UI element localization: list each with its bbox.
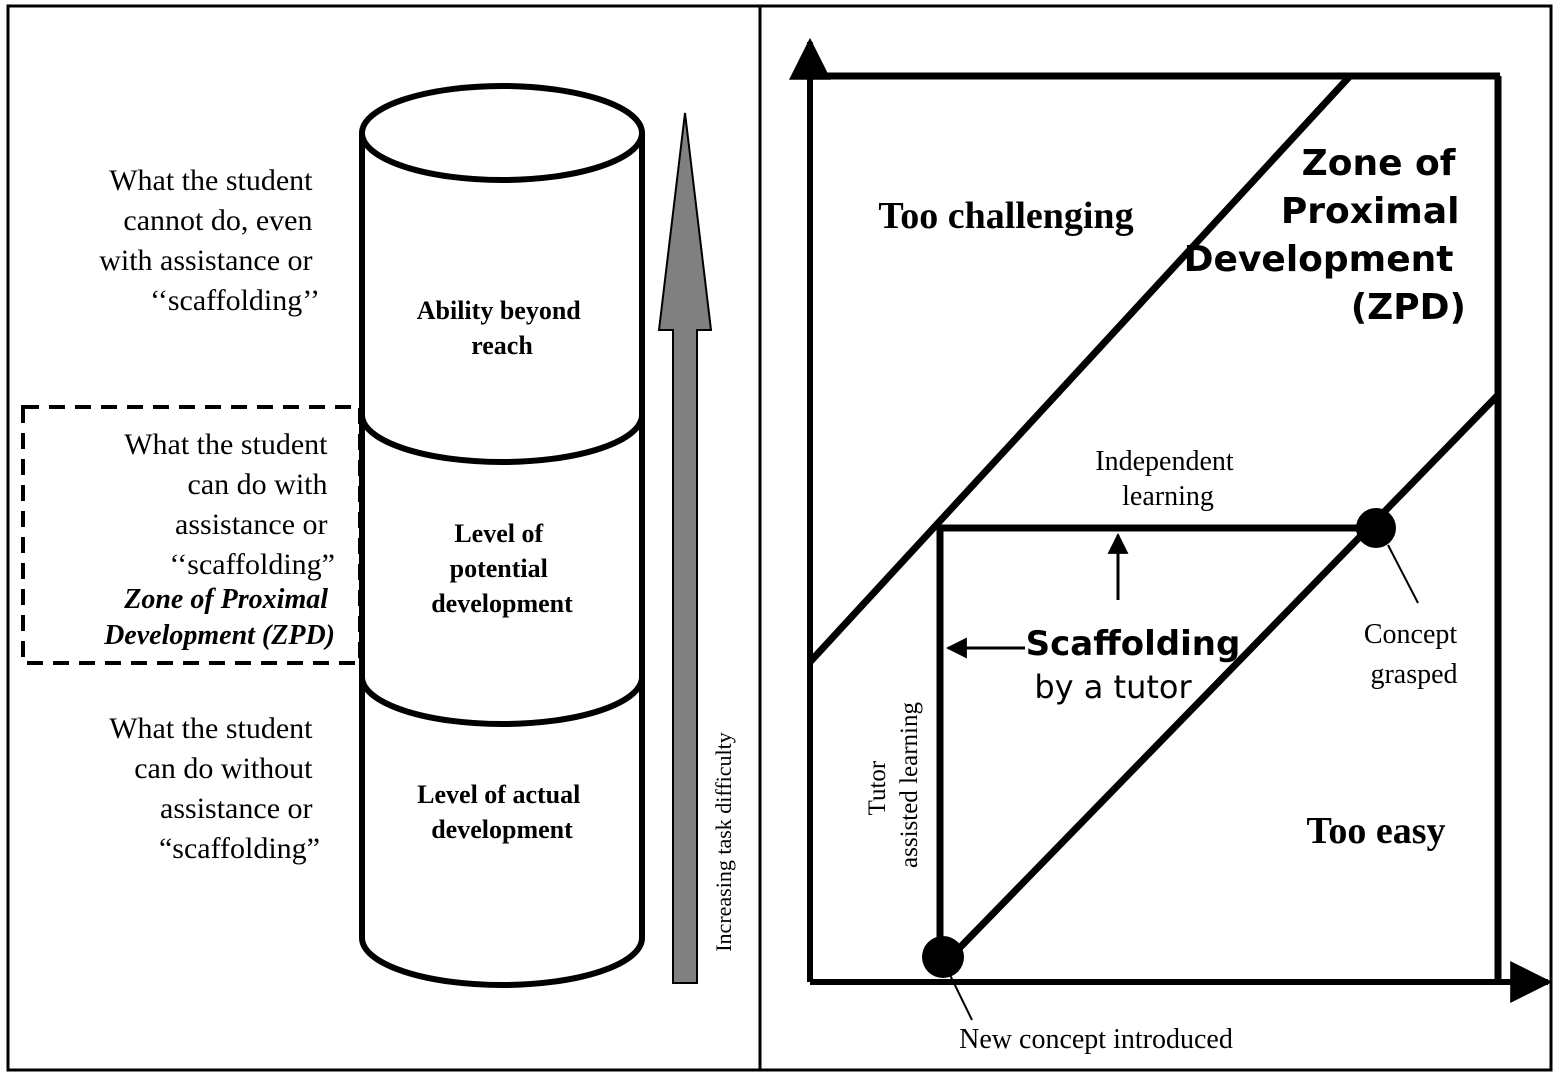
new-concept-label: New concept introduced <box>959 1024 1233 1055</box>
zpd-label-line: (ZPD) <box>1351 287 1466 328</box>
tutor-assisted-label: Tutor assisted learning <box>864 702 923 868</box>
new-concept-point <box>922 936 964 978</box>
description-middle: What the student can do with assistance … <box>124 428 335 581</box>
description-middle-line: ‘‘scaffolding” <box>170 548 335 581</box>
zpd-label-line: Zone of <box>1302 143 1456 184</box>
cylinder-label-middle-line: Level of <box>454 519 543 548</box>
zpd-label-line: Development <box>1184 239 1454 280</box>
independent-learning-line: Independent <box>1095 446 1234 477</box>
description-middle-line: assistance or <box>175 508 327 541</box>
cylinder-divider-middle <box>359 414 645 465</box>
lower-diagonal <box>937 392 1501 971</box>
cylinder-label-top-line: Ability beyond <box>417 296 582 325</box>
description-bottom-line: What the student <box>109 712 313 745</box>
tutor-assisted-line: assisted learning <box>896 702 923 868</box>
scaffolding-label: Scaffolding <box>1026 624 1241 664</box>
scaffolding-subtitle: by a tutor <box>1034 668 1192 706</box>
description-bottom-line: can do without <box>134 752 313 785</box>
cylinder-label-top-line: reach <box>471 331 533 360</box>
cylinder-body <box>359 133 645 988</box>
cylinder-label-middle-line: potential <box>450 554 548 583</box>
zpd-label: Zone of Proximal Development (ZPD) <box>1184 143 1472 328</box>
description-middle-italic-line: Zone of Proximal <box>123 584 328 615</box>
cylinder-label-bottom-line: Level of actual <box>417 780 580 809</box>
cylinder-label-middle-line: development <box>431 589 573 618</box>
independent-learning-line: learning <box>1122 481 1214 512</box>
zpd-dashed-box <box>21 405 362 665</box>
new-concept-pointer <box>949 974 973 1021</box>
description-top: What the student cannot do, even with as… <box>99 164 320 317</box>
cylinder-label-top: Ability beyond reach <box>417 296 588 360</box>
independent-learning-label: Independent learning <box>1095 446 1240 512</box>
description-top-line: ‘‘scaffolding’’ <box>150 284 320 317</box>
concept-grasped-line: grasped <box>1370 659 1457 690</box>
concept-grasped-pointer <box>1387 544 1419 604</box>
left-panel: Ability beyond reach Level of potential … <box>21 83 736 988</box>
outer-frame <box>6 4 1553 1072</box>
description-top-line: What the student <box>109 164 313 197</box>
description-top-line: with assistance or <box>99 244 312 277</box>
description-bottom-line: assistance or <box>160 792 312 825</box>
description-bottom: What the student can do without assistan… <box>109 712 320 865</box>
description-middle-italic: Zone of Proximal Development (ZPD) <box>103 584 335 651</box>
zpd-label-line: Proximal <box>1281 191 1460 232</box>
description-middle-line: can do with <box>188 468 328 501</box>
concept-grasped-label: Concept grasped <box>1364 619 1464 690</box>
difficulty-arrow-label: Increasing task difficulty <box>711 732 736 952</box>
description-top-line: cannot do, even <box>123 204 312 237</box>
concept-grasped-line: Concept <box>1364 619 1458 650</box>
cylinder-label-middle: Level of potential development <box>431 519 573 618</box>
difficulty-arrow <box>657 112 713 984</box>
cylinder-divider-bottom <box>359 676 645 727</box>
tutor-assisted-line: Tutor <box>864 760 891 815</box>
description-bottom-line: “scaffolding” <box>159 832 320 865</box>
too-challenging-label: Too challenging <box>878 195 1133 237</box>
cylinder-top-ellipse <box>359 83 645 183</box>
cylinder-label-bottom-line: development <box>431 815 573 844</box>
description-middle-line: What the student <box>124 428 328 461</box>
description-middle-italic-line: Development (ZPD) <box>103 620 335 651</box>
right-panel: Too challenging Zone of Proximal Develop… <box>789 37 1553 1055</box>
cylinder <box>359 83 645 988</box>
upper-diagonal <box>807 73 1353 665</box>
too-easy-label: Too easy <box>1306 810 1445 852</box>
concept-grasped-point <box>1356 508 1396 548</box>
cylinder-label-bottom: Level of actual development <box>417 780 587 844</box>
